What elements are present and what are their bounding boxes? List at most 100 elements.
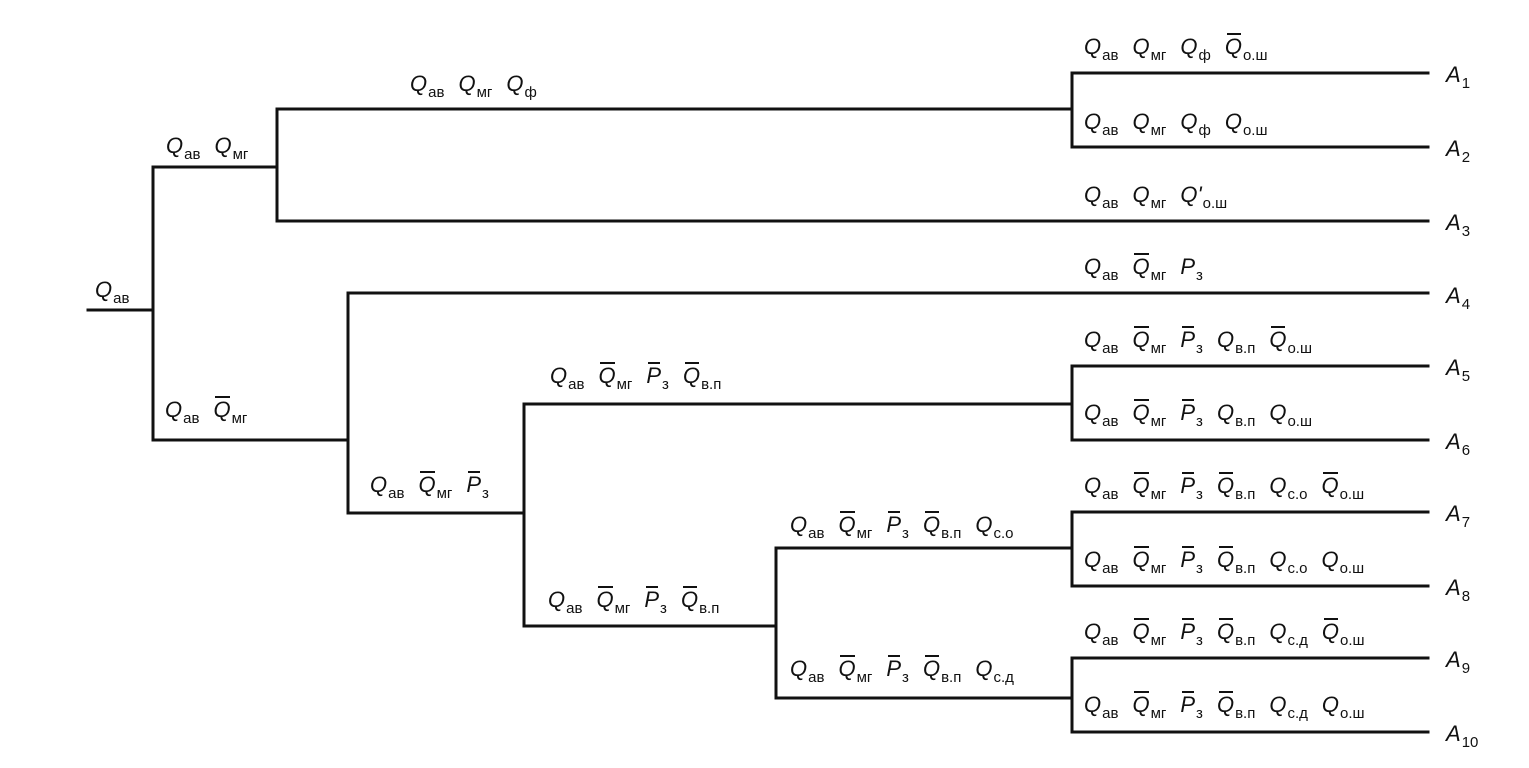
term: Qф bbox=[1180, 36, 1210, 64]
term: Qмг bbox=[1132, 36, 1166, 64]
negated-symbol: Q bbox=[596, 586, 614, 612]
symbol: Q bbox=[458, 71, 476, 96]
symbol: Q bbox=[1084, 619, 1102, 644]
subscript: з bbox=[662, 376, 669, 393]
outcome-label-A4: A4 bbox=[1446, 283, 1470, 313]
symbol: Q bbox=[1132, 109, 1150, 134]
negated-symbol: Q bbox=[1224, 33, 1242, 59]
negated-symbol: Q bbox=[1216, 618, 1235, 644]
term: Qмг bbox=[1132, 326, 1166, 356]
subscript: о.ш bbox=[1339, 486, 1365, 503]
subscript: ав bbox=[808, 525, 825, 542]
subscript: ав bbox=[1102, 195, 1119, 212]
term: Qв.п bbox=[681, 586, 719, 616]
outcome-symbol: A bbox=[1446, 647, 1461, 672]
subscript: мг bbox=[1150, 413, 1167, 430]
term: Qав bbox=[548, 587, 582, 617]
outcome-index: 4 bbox=[1461, 296, 1471, 313]
term: Qав bbox=[370, 474, 404, 502]
term: Qмг bbox=[598, 362, 632, 392]
term: Qав bbox=[1084, 402, 1118, 430]
term: Qо.ш bbox=[1322, 618, 1365, 648]
term: Qв.п bbox=[1216, 618, 1255, 648]
subscript: ав bbox=[1102, 340, 1119, 357]
term: Qв.п bbox=[1216, 691, 1255, 721]
term: Qс.о bbox=[975, 512, 1013, 542]
subscript: мг bbox=[1150, 267, 1167, 284]
symbol: Q bbox=[548, 587, 566, 612]
term: Qо.ш bbox=[1321, 549, 1364, 577]
negated-symbol: Q bbox=[922, 655, 941, 681]
term: Qав bbox=[1084, 619, 1118, 649]
subscript: мг bbox=[231, 410, 248, 427]
subscript: з bbox=[1196, 632, 1203, 649]
negated-symbol: Q bbox=[1216, 691, 1235, 717]
symbol: Q bbox=[1084, 109, 1102, 134]
term: Qмг bbox=[1132, 546, 1166, 576]
subscript: мг bbox=[436, 485, 453, 502]
outcome-symbol: A bbox=[1446, 501, 1461, 526]
subscript: о.ш bbox=[1340, 632, 1365, 649]
symbol: Q' bbox=[1180, 182, 1202, 207]
term: Qв.п bbox=[922, 511, 961, 541]
negated-symbol: Q bbox=[922, 511, 941, 537]
subscript: з bbox=[902, 525, 909, 542]
symbol: Q bbox=[1216, 400, 1235, 425]
symbol: Q bbox=[1084, 254, 1102, 279]
symbol: Q bbox=[1084, 692, 1102, 717]
symbol: Q bbox=[975, 512, 993, 537]
subscript: ф bbox=[1198, 47, 1211, 64]
outcome-symbol: A bbox=[1446, 283, 1461, 308]
term: Pз bbox=[644, 586, 667, 616]
negated-symbol: P bbox=[1180, 472, 1196, 498]
outcome-label-A10: A10 bbox=[1446, 723, 1478, 751]
term: Pз bbox=[1180, 256, 1203, 284]
subscript: в.п bbox=[1235, 413, 1256, 430]
subscript: з bbox=[1196, 267, 1203, 284]
symbol: Q bbox=[1180, 109, 1198, 134]
symbol: Q bbox=[1224, 109, 1242, 134]
term: Qмг bbox=[1132, 109, 1166, 139]
symbol: Q bbox=[550, 363, 568, 388]
negated-symbol: P bbox=[644, 586, 660, 612]
negated-symbol: Q bbox=[1132, 618, 1150, 644]
term: Pз bbox=[886, 511, 909, 541]
symbol: Q bbox=[1132, 182, 1150, 207]
outcome-index: 10 bbox=[1461, 734, 1479, 751]
term: Qмг bbox=[838, 511, 872, 541]
symbol: Q bbox=[1084, 182, 1102, 207]
term: Qмг bbox=[1132, 618, 1166, 648]
term: Qв.п bbox=[1217, 546, 1255, 576]
term: Qс.о bbox=[1269, 547, 1307, 577]
subscript: о.ш bbox=[1287, 413, 1312, 430]
term: Qв.п bbox=[1216, 400, 1255, 430]
subscript: ав bbox=[388, 485, 405, 502]
subscript: о.ш bbox=[1287, 340, 1312, 357]
subscript: ав bbox=[1102, 705, 1119, 722]
term: Qс.д bbox=[975, 658, 1014, 686]
symbol: Q bbox=[1084, 473, 1102, 498]
outcome-label-A5: A5 bbox=[1446, 357, 1470, 385]
term: Qмг bbox=[458, 71, 492, 101]
subscript: с.д bbox=[1287, 632, 1308, 649]
symbol: Q bbox=[506, 71, 524, 96]
term: Qс.д bbox=[1269, 694, 1308, 722]
subscript: мг bbox=[1150, 195, 1167, 212]
negated-symbol: Q bbox=[1132, 691, 1150, 717]
symbol: Q bbox=[1084, 327, 1102, 352]
outcome-index: 6 bbox=[1461, 442, 1471, 459]
negated-symbol: Q bbox=[682, 362, 701, 388]
term: Qф bbox=[1180, 109, 1210, 139]
outcome-label-A1: A1 bbox=[1446, 64, 1470, 92]
symbol: Q bbox=[1269, 547, 1287, 572]
subscript: з bbox=[1196, 340, 1203, 357]
